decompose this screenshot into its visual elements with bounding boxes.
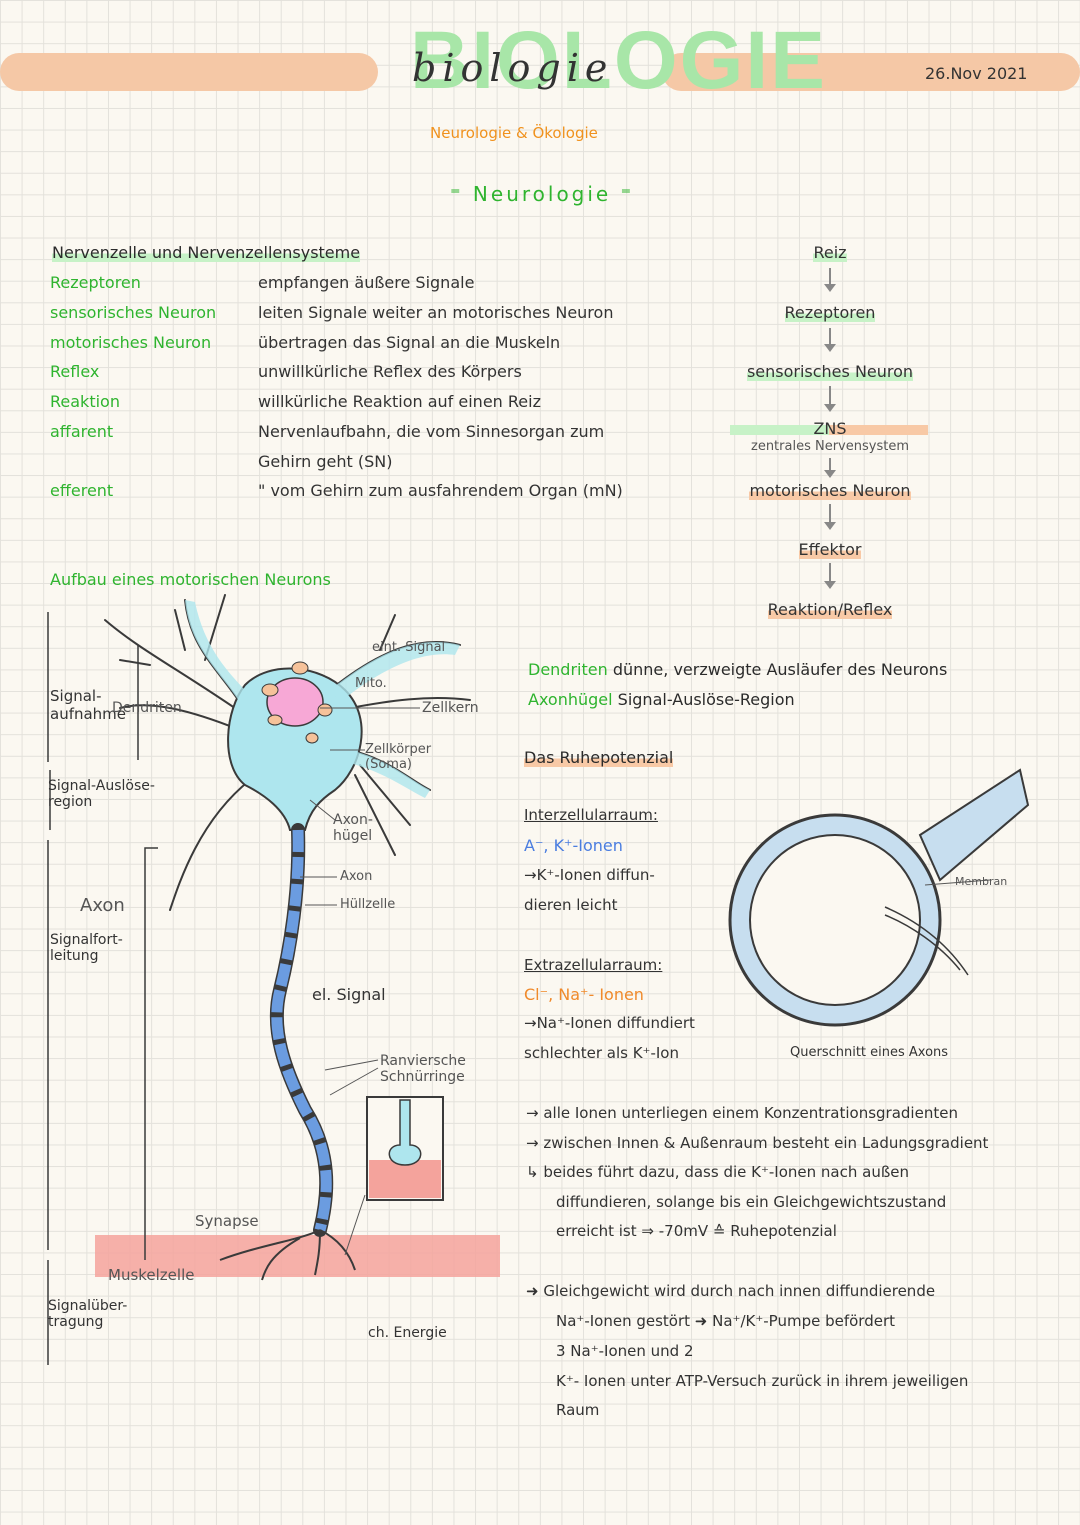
section-title-text: Neurologie [472, 182, 612, 206]
note-line: Raum [556, 1401, 600, 1419]
glossary-term: Reflex [50, 362, 100, 381]
extra-heading: Extrazellularraum: [524, 956, 663, 974]
flow-step-effektor: Effektor [798, 540, 862, 559]
arrow-down-icon [824, 268, 836, 292]
note-line: erreicht ist ⇒ -70mV ≙ Ruhepotenzial [556, 1222, 837, 1240]
flow-step-motorisch: motorisches Neuron [749, 481, 911, 500]
flow-step-reiz: Reiz [813, 243, 847, 262]
glossary-term: sensorisches Neuron [50, 303, 217, 322]
zns-highlight [730, 425, 928, 435]
arrow-down-icon [824, 328, 836, 352]
label-signal-ausloese: Signal-Auslöse-region [48, 778, 155, 810]
axon-terminals [219, 1229, 356, 1281]
extra-text2: schlechter als K⁺-Ion [524, 1044, 679, 1062]
note-line: K⁺- Ionen unter ATP-Versuch zurück in ih… [556, 1372, 969, 1390]
label-muskelzelle: Muskelzelle [108, 1266, 195, 1284]
flow-step-reaktion: Reaktion/Reflex [767, 600, 893, 619]
note-line: 3 Na⁺-Ionen und 2 [556, 1342, 694, 1360]
label-mito: Mito. [355, 676, 387, 691]
glossary-term: motorisches Neuron [50, 333, 212, 352]
note-line: → alle Ionen unterliegen einem Konzentra… [526, 1104, 958, 1122]
extra-ions: Cl⁻, Na⁺- Ionen [524, 985, 644, 1004]
glossary-def: Gehirn geht (SN) [258, 452, 393, 471]
label-dendriten: Dendriten [112, 700, 182, 716]
note-line: ➜ Gleichgewicht wird durch nach innen di… [526, 1282, 936, 1300]
axon-cross-section [728, 768, 1030, 1027]
neuron-diagram [47, 594, 500, 1365]
note-line: diffundieren, solange bis ein Gleichgewi… [556, 1193, 947, 1211]
label-ranvier: Ranviersche Schnürringe [380, 1053, 466, 1085]
muscle-cell [95, 1235, 500, 1277]
date: 26.Nov 2021 [925, 64, 1028, 83]
glossary-def: unwillkürliche Reflex des Körpers [258, 362, 522, 381]
label-signalfortleitung: Signalfort-leitung [50, 932, 123, 964]
label-zellkern: Zellkern [422, 700, 479, 716]
glossary-def: leiten Signale weiter an motorisches Neu… [258, 303, 614, 322]
note-line: Na⁺-Ionen gestört ➜ Na⁺/K⁺-Pumpe beförde… [556, 1312, 896, 1330]
flow-step-sensorisch: sensorisches Neuron [746, 362, 914, 381]
header-band-left [0, 53, 378, 91]
extra-text1: →Na⁺-Ionen diffundiert [524, 1014, 695, 1032]
glossary-def: empfangen äußere Signale [258, 273, 475, 292]
header-band-right [662, 53, 1080, 91]
myelin-sheath [271, 829, 332, 1232]
label-ch-energie: ch. Energie [368, 1325, 447, 1341]
page-title-script: biologie [412, 46, 614, 90]
left-brackets [47, 612, 158, 1365]
page-title-large: BIOLOGIE [410, 15, 827, 106]
glossary-heading: Nervenzelle und Nervenzellensysteme [52, 243, 361, 262]
flow-step-zns: ZNS [813, 419, 847, 438]
neuron-heading: Aufbau eines motorischen Neurons [50, 570, 331, 589]
glossary-term: Rezeptoren [50, 273, 141, 292]
intra-text1: →K⁺-Ionen diffun- [524, 866, 655, 884]
label-huellzelle: Hüllzelle [340, 897, 396, 912]
arrow-down-icon [824, 458, 836, 478]
intra-ions: A⁻, K⁺-Ionen [524, 836, 623, 855]
arrow-down-icon [824, 563, 836, 589]
label-signaluebertragung: Signalüber-tragung [48, 1298, 128, 1330]
glossary-term: Reaktion [50, 392, 120, 411]
label-axon: Axon [340, 869, 373, 884]
def-axonhuegel: Axonhügel Signal-Auslöse-Region [528, 690, 795, 709]
mitochondria [261, 661, 333, 744]
glossary-def: " vom Gehirn zum ausfahrendem Organ (mN) [258, 481, 623, 500]
intra-heading: Interzellularraum: [524, 806, 658, 824]
nucleus [266, 677, 324, 727]
zns-note: zentrales Nervensystem [751, 439, 909, 454]
cross-section-caption: Querschnitt eines Axons [790, 1045, 949, 1060]
arrow-down-icon [824, 386, 836, 412]
label-zellkoerper: Zellkörper (Soma) [365, 742, 432, 772]
def-dendriten: Dendriten dünne, verzweigte Ausläufer de… [528, 660, 948, 679]
label-eint-signal: eint. Signal [372, 640, 446, 655]
intra-text2: dieren leicht [524, 896, 618, 914]
note-line: ↳ beides führt dazu, dass die K⁺-Ionen n… [526, 1163, 910, 1181]
glossary-def: übertragen das Signal an die Muskeln [258, 333, 561, 352]
label-axon-left: Axon [80, 895, 125, 916]
label-el-signal: el. Signal [312, 985, 386, 1004]
label-membran: Membran [955, 875, 1008, 888]
glossary-def: willkürliche Reaktion auf einen Reiz [258, 392, 541, 411]
flow-step-rezeptoren: Rezeptoren [784, 303, 876, 322]
label-signal-aufnahme: Signal-aufnahme [50, 687, 127, 723]
label-synapse: Synapse [195, 1212, 259, 1230]
glossary-def: Nervenlaufbahn, die vom Sinnesorgan zum [258, 422, 605, 441]
section-title: ⁼ Neurologie ⁼ [450, 182, 635, 206]
label-axonhuegel: Axon-hügel [333, 812, 373, 844]
subtitle: Neurologie & Ökologie [430, 124, 598, 142]
glossary-term: affarent [50, 422, 114, 441]
label-leaders [300, 707, 420, 1256]
note-line: → zwischen Innen & Außenraum besteht ein… [526, 1134, 989, 1152]
arrow-down-icon [824, 504, 836, 530]
glossary-term: efferent [50, 481, 114, 500]
ruhepotenzial-heading: Das Ruhepotenzial [524, 748, 674, 767]
